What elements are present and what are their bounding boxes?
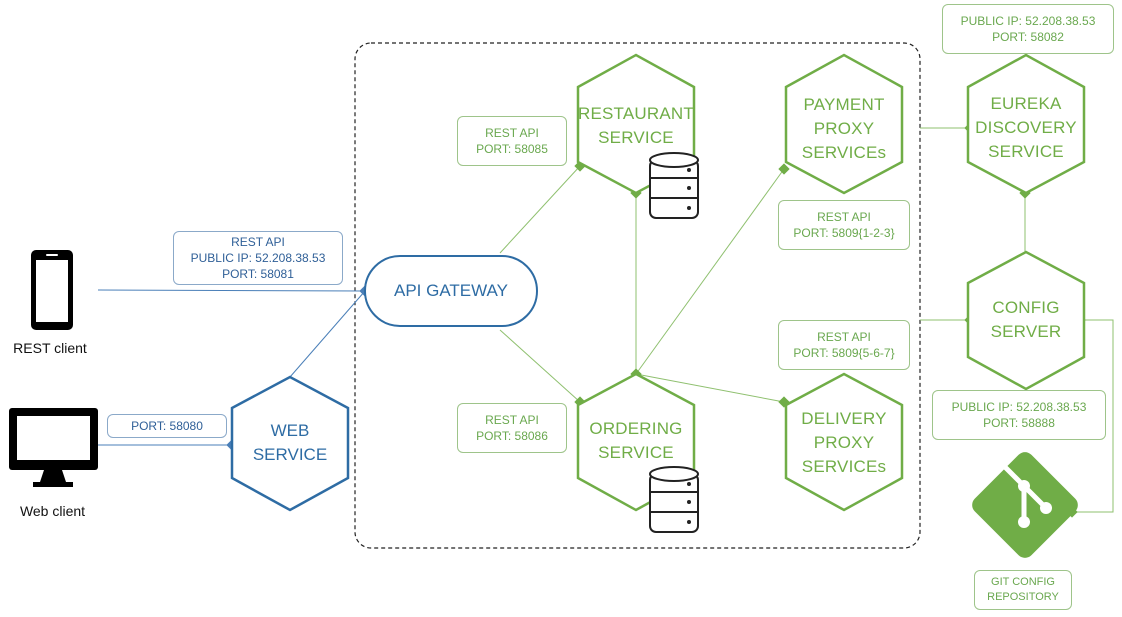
web-service-line: SERVICE [252, 445, 328, 464]
delivery-info-box: REST API PORT: 5809{5-6-7} [778, 320, 910, 370]
api-gateway-label: API GATEWAY [365, 256, 537, 326]
web-client-label: Web client [19, 503, 86, 519]
restaurant-service-label: RESTAURANT SERVICE [570, 98, 702, 154]
web-info-box: PORT: 58080 [107, 414, 227, 438]
config-server-line: CONFIG [992, 298, 1060, 317]
git-repository-label: GIT CONFIG REPOSITORY [974, 570, 1072, 610]
payment-info-line: REST API [817, 210, 871, 224]
web-service-line: WEB [270, 421, 310, 440]
phone-icon [31, 250, 73, 330]
system-boundary [354, 42, 921, 549]
gateway-info-line: REST API [231, 235, 285, 249]
payment-service-line: PROXY [813, 119, 875, 138]
restaurant-info-line: PORT: 58085 [476, 142, 548, 156]
eureka-info-line: PORT: 58082 [992, 30, 1064, 44]
eureka-info-box: PUBLIC IP: 52.208.38.53 PORT: 58082 [942, 4, 1114, 54]
ordering-info-line: PORT: 58086 [476, 429, 548, 443]
rest-client-label: REST client [13, 340, 87, 356]
gateway-info-box: REST API PUBLIC IP: 52.208.38.53 PORT: 5… [173, 231, 343, 285]
gateway-restaurant-link [499, 165, 581, 254]
restaurant-service-line: RESTAURANT [578, 104, 694, 123]
eureka-service-label: EUREKA DISCOVERY SERVICE [968, 86, 1084, 170]
ordering-delivery-link [635, 373, 785, 403]
eureka-info-line: PUBLIC IP: 52.208.38.53 [960, 14, 1096, 28]
config-server-label: CONFIG SERVER [968, 291, 1084, 349]
config-server-line: SERVER [990, 322, 1062, 341]
payment-service-hexagon [784, 53, 904, 195]
config-info-line: PORT: 58888 [983, 416, 1055, 430]
gateway-info-line: PUBLIC IP: 52.208.38.53 [190, 251, 326, 265]
eureka-hexagon [966, 53, 1086, 195]
config-git-link [1072, 319, 1114, 513]
ordering-info-box: REST API PORT: 58086 [457, 403, 567, 453]
git-icon [972, 452, 1078, 558]
monitor-icon [9, 408, 98, 487]
eureka-service-line: SERVICE [988, 142, 1064, 161]
payment-service-label: PAYMENT PROXY SERVICEs [786, 88, 902, 170]
web-service-hexagon [230, 375, 350, 512]
api-gateway-text: API GATEWAY [394, 281, 508, 300]
database-icon [649, 466, 699, 533]
rest-client-link [97, 289, 366, 292]
web-service-label: WEB SERVICE [232, 408, 348, 478]
delivery-service-hexagon [784, 372, 904, 512]
git-label-line: REPOSITORY [987, 591, 1059, 603]
green-connectors [499, 127, 1114, 513]
delivery-service-label: DELIVERY PROXY SERVICEs [786, 402, 902, 484]
git-label-line: GIT CONFIG [991, 576, 1055, 588]
database-icon [649, 152, 699, 219]
restaurant-service-line: SERVICE [598, 128, 674, 147]
payment-service-line: SERVICEs [801, 143, 887, 162]
delivery-info-line: REST API [817, 330, 871, 344]
delivery-service-line: PROXY [813, 433, 875, 452]
ordering-info-line: REST API [485, 413, 539, 427]
ordering-service-label: ORDERING SERVICE [575, 413, 697, 469]
gateway-ordering-link [499, 329, 581, 403]
web-service-to-gateway-link [289, 290, 366, 378]
eureka-service-line: DISCOVERY [975, 118, 1077, 137]
eureka-service-line: EUREKA [990, 94, 1062, 113]
payment-info-box: REST API PORT: 5809{1-2-3} [778, 200, 910, 250]
payment-service-line: PAYMENT [803, 95, 885, 114]
config-server-hexagon [966, 250, 1086, 391]
web-info-line: PORT: 58080 [131, 419, 203, 433]
ordering-payment-link [635, 168, 785, 375]
blue-connectors [97, 289, 366, 446]
payment-info-line: PORT: 5809{1-2-3} [793, 226, 895, 240]
delivery-service-line: DELIVERY [801, 409, 887, 428]
api-gateway-shape [364, 255, 538, 327]
delivery-service-line: SERVICEs [801, 457, 887, 476]
gateway-info-line: PORT: 58081 [222, 267, 294, 281]
config-info-line: PUBLIC IP: 52.208.38.53 [951, 400, 1087, 414]
ordering-service-line: ORDERING [589, 419, 683, 438]
restaurant-info-box: REST API PORT: 58085 [457, 116, 567, 166]
config-info-box: PUBLIC IP: 52.208.38.53 PORT: 58888 [932, 390, 1106, 440]
delivery-info-line: PORT: 5809{5-6-7} [793, 346, 895, 360]
restaurant-info-line: REST API [485, 126, 539, 140]
ordering-service-line: SERVICE [598, 443, 674, 462]
